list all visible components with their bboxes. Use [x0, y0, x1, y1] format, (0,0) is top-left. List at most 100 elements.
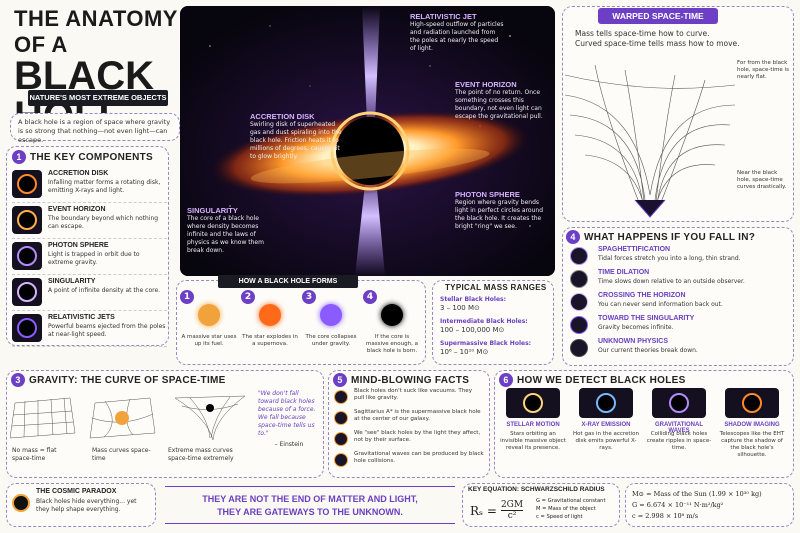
fall-text: Our current theories break down.: [598, 347, 698, 354]
forms-step-text: The star explodes in a supernova.: [242, 334, 298, 347]
forms-step-icon: [259, 304, 281, 326]
detect-name: GRAVITATIONAL WAVES: [655, 422, 703, 434]
paradox-banner: THEY ARE NOT THE END OF MATTER AND LIGHT…: [165, 486, 455, 524]
component-text: Infalling matter forms a rotating disk, …: [48, 179, 161, 194]
fact-text: Gravitational waves can be produced by b…: [354, 451, 484, 464]
warped-far-note: For from the black hole, space-time is n…: [737, 60, 789, 80]
component-name: RELATIVISTIC JETS: [48, 314, 115, 321]
fact-item: We "see" black holes by the light they a…: [334, 430, 486, 451]
detect-text: Colliding black holes create ripples in …: [646, 431, 712, 451]
fall-item: SPAGHETTIFICATION Tidal forces stretch yo…: [568, 245, 790, 268]
facts-list: Black holes don't suck like vacuums. The…: [334, 388, 486, 472]
fall-icon: [570, 247, 588, 265]
fall-text: Tidal forces stretch you into a long, th…: [598, 255, 741, 262]
intro-text: A black hole is a region of space where …: [18, 118, 171, 144]
forms-step-icon: [320, 304, 342, 326]
title-line-1: THE ANATOMY OF A: [14, 6, 178, 57]
component-icon: [12, 278, 42, 306]
mass-item: Stellar Black Holes:3 – 100 M⊙: [440, 296, 550, 318]
fall-icon: [570, 293, 588, 311]
fall-icon: [570, 270, 588, 288]
relativistic-jet-upper: [362, 6, 380, 146]
paradox-text: Black holes hide everything... yet they …: [36, 498, 137, 513]
fact-text: Black holes don't suck like vacuums. The…: [354, 388, 473, 401]
fact-icon: [334, 390, 348, 404]
component-name: PHOTON SPHERE: [48, 242, 109, 249]
component-icon: [12, 206, 42, 234]
forms-panel: [176, 280, 426, 365]
warped-spacetime-panel: [562, 6, 794, 222]
fall-name: SPAGHETTIFICATION: [598, 246, 671, 253]
detect-icon: [506, 388, 560, 418]
mass-value: 3 – 100 M⊙: [440, 304, 480, 312]
warped-grid-illustration: [565, 64, 735, 218]
hero-panel: [180, 6, 555, 276]
mass-label: Stellar Black Holes:: [440, 296, 507, 303]
fact-icon: [334, 453, 348, 467]
gravity-caption-2: Mass curves space-time: [92, 447, 151, 462]
detect-icon: [579, 388, 633, 418]
relativistic-jet-lower: [355, 156, 385, 276]
constants-panel: [625, 483, 794, 527]
equation-title: KEY EQUATION: SCHWARZSCHILD RADIUS: [468, 486, 605, 493]
mass-ranges-panel: [432, 280, 554, 365]
component-name: EVENT HORIZON: [48, 206, 106, 213]
component-icon: [12, 314, 42, 342]
detect-icon: [652, 388, 706, 418]
mass-value: 100 – 100,000 M⊙: [440, 326, 505, 334]
detect-name: X-RAY EMISSION: [581, 422, 631, 428]
forms-step-number: 1: [180, 290, 194, 304]
component-item: ACCRETION DISK Infalling matter forms a r…: [12, 167, 167, 203]
paradox-title: THE COSMIC PARADOX: [36, 488, 117, 495]
photon-sphere: [330, 111, 410, 191]
forms-title: HOW A BLACK HOLE FORMS: [218, 275, 358, 288]
forms-step-icon: [381, 304, 403, 326]
component-item: SINGULARITY A point of infinite density a…: [12, 275, 167, 311]
fall-name: TIME DILATION: [598, 269, 650, 276]
mass-label: Intermediate Black Holes:: [440, 318, 528, 325]
component-text: A point of infinite density at the core.: [48, 287, 161, 294]
forms-step-text: If the core is massive enough, a black h…: [366, 334, 418, 354]
component-name: ACCRETION DISK: [48, 170, 109, 177]
gravity-illustration: [10, 395, 246, 441]
fall-name: TOWARD THE SINGULARITY: [598, 315, 695, 322]
component-icon: [12, 242, 42, 270]
forms-step-number: 3: [302, 290, 316, 304]
mass-ranges-title: TYPICAL MASS RANGES: [445, 283, 547, 292]
fall-icon: [570, 339, 588, 357]
fact-icon: [334, 411, 348, 425]
warped-title: WARPED SPACE-TIME: [598, 8, 718, 24]
fall-name: UNKNOWN PHYSICS: [598, 338, 669, 345]
mass-label: Supermassive Black Holes:: [440, 340, 532, 347]
detect-icon: [725, 388, 779, 418]
fall-icon: [570, 316, 588, 334]
intro-box: A black hole is a region of space where …: [10, 113, 180, 144]
detect-name: SHADOW IMAGING: [724, 422, 780, 428]
detect-text: Stars orbiting an invisible massive obje…: [500, 431, 566, 451]
black-hole-illustration: [180, 6, 555, 276]
fact-icon: [334, 432, 348, 446]
gravity-caption-3: Extreme mass curves space-time extremely: [168, 447, 234, 462]
forms-step-text: A massive star uses up its fuel.: [181, 334, 237, 347]
fall-text: You can never send information back out.: [598, 301, 723, 308]
component-name: SINGULARITY: [48, 278, 96, 285]
